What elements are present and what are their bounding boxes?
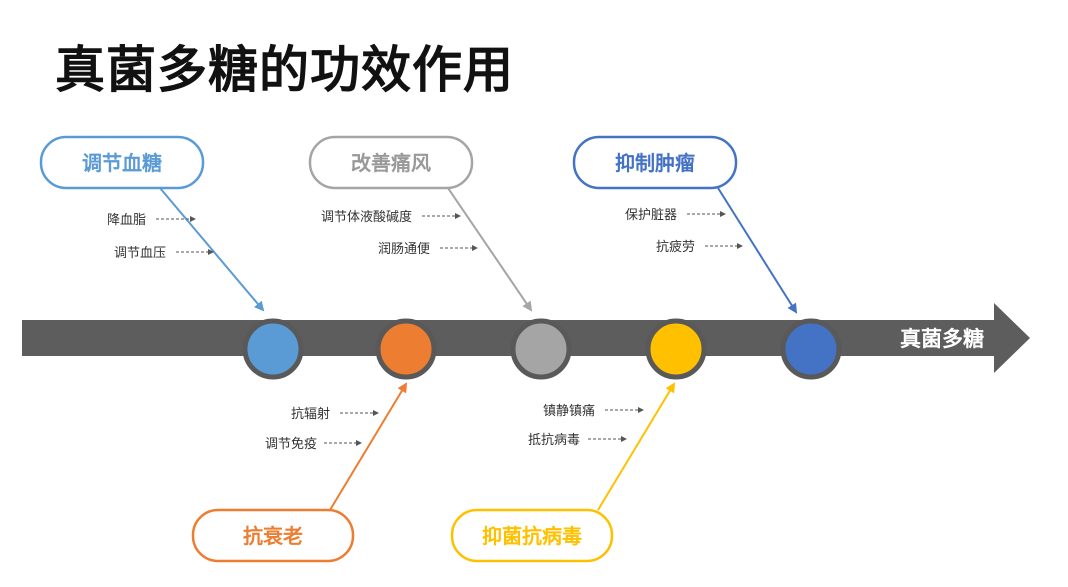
branch-box-gout: 改善痛风 — [308, 135, 474, 190]
branch-label: 抑制肿瘤 — [615, 151, 695, 175]
branch-label: 抗衰老 — [243, 524, 303, 548]
sub-item: 抵抗病毒 — [528, 433, 580, 448]
node-circle-1 — [242, 318, 304, 380]
branch-label: 调节血糖 — [82, 151, 162, 175]
sub-item: 保护脏器 — [625, 208, 677, 223]
connector-line-1 — [159, 187, 265, 312]
sub-item: 镇静镇痛 — [543, 403, 595, 419]
connector-line-2 — [329, 382, 408, 511]
connector-line-4 — [597, 382, 676, 511]
node-circle-3 — [510, 318, 572, 380]
axis-label: 真菌多糖 — [900, 327, 984, 351]
node-circle-5 — [780, 318, 842, 380]
sub-item: 调节血压 — [114, 246, 166, 261]
sub-item: 润肠通便 — [378, 242, 430, 257]
connector-line-3 — [447, 187, 533, 312]
sub-item: 调节免疫 — [265, 436, 317, 452]
sub-item: 抗疲劳 — [656, 239, 695, 255]
branch-box-antiviral: 抑菌抗病毒 — [450, 508, 614, 563]
branch-box-tumor: 抑制肿瘤 — [572, 135, 738, 190]
node-circle-4 — [645, 318, 707, 380]
page-title: 真菌多糖的功效作用 — [55, 41, 514, 99]
branch-box-blood-sugar: 调节血糖 — [39, 135, 205, 190]
sub-item: 降血脂 — [107, 213, 146, 228]
branch-box-anti-aging: 抗衰老 — [191, 508, 355, 563]
branch-label: 抑菌抗病毒 — [482, 524, 582, 548]
sub-item: 抗辐射 — [291, 406, 330, 422]
node-circle-2 — [375, 318, 437, 380]
connector-line-5 — [717, 187, 798, 314]
sub-item: 调节体液酸碱度 — [321, 209, 412, 225]
branch-label: 改善痛风 — [351, 151, 431, 175]
